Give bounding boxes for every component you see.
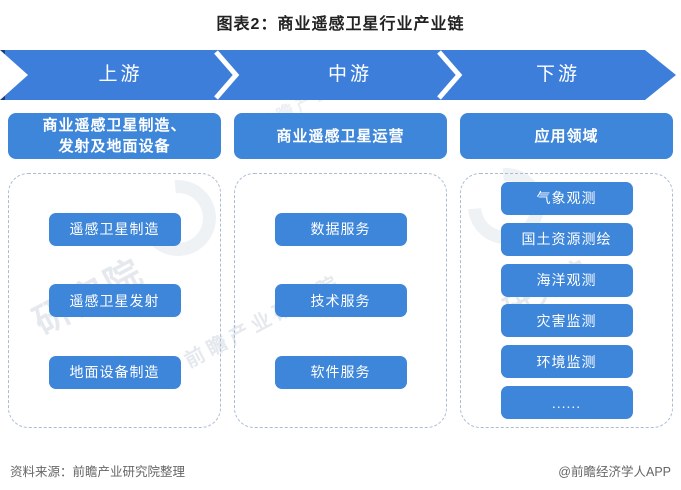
item-box-weather-observation: 气象观测 [500,181,633,215]
item-box-satellite-manufacturing: 遥感卫星制造 [48,212,181,246]
downstream-items-container: 气象观测 国土资源测绘 海洋观测 灾害监测 环境监测 ...... [460,173,673,428]
downstream-header-box: 应用领域 [460,113,673,159]
header-line: 商业遥感卫星运营 [276,127,405,145]
midstream-header-box: 商业遥感卫星运营 [234,113,447,159]
app-credit: @前瞻经济学人APP [558,465,671,479]
chart-title: 图表2：商业遥感卫星行业产业链 [216,16,465,33]
header-line: 发射及地面设备 [58,138,171,155]
footer: 资料来源：前瞻产业研究院整理 @前瞻经济学人APP [10,461,671,480]
upstream-header-box: 商业遥感卫星制造、 发射及地面设备 [8,113,221,159]
column-midstream: 商业遥感卫星运营 数据服务 技术服务 软件服务 [234,113,447,428]
item-box-data-services: 数据服务 [274,212,407,246]
item-box-ellipsis: ...... [500,386,633,420]
header-line: 应用领域 [534,127,599,145]
column-downstream: 应用领域 气象观测 国土资源测绘 海洋观测 灾害监测 环境监测 ...... [460,113,673,428]
banner-segment-midstream: 中游 [327,64,372,85]
arrow-ribbon [0,50,676,100]
item-box-disaster-monitoring: 灾害监测 [500,304,633,338]
source-note: 资料来源：前瞻产业研究院整理 [10,465,186,479]
column-upstream: 商业遥感卫星制造、 发射及地面设备 遥感卫星制造 遥感卫星发射 地面设备制造 [8,113,221,428]
item-box-software-services: 软件服务 [274,355,407,389]
banner-segment-upstream: 上游 [98,64,143,85]
item-box-satellite-launch: 遥感卫星发射 [48,284,181,317]
header-line: 商业遥感卫星制造、 [42,117,187,134]
item-box-environment-monitoring: 环境监测 [500,345,633,379]
chevron-separator-icon [214,50,240,100]
midstream-items-container: 数据服务 技术服务 软件服务 [234,173,447,428]
chevron-separator-icon [437,50,463,100]
item-box-land-surveying: 国土资源测绘 [500,222,633,256]
banner-segment-downstream: 下游 [535,64,580,85]
item-box-ocean-observation: 海洋观测 [500,263,633,297]
chain-columns: 商业遥感卫星制造、 发射及地面设备 遥感卫星制造 遥感卫星发射 地面设备制造 商… [8,113,673,428]
item-box-technical-services: 技术服务 [274,284,407,317]
upstream-items-container: 遥感卫星制造 遥感卫星发射 地面设备制造 [8,173,221,428]
item-box-ground-equipment: 地面设备制造 [48,355,181,389]
process-arrow-banner: 上游 中游 下游 [0,50,676,100]
